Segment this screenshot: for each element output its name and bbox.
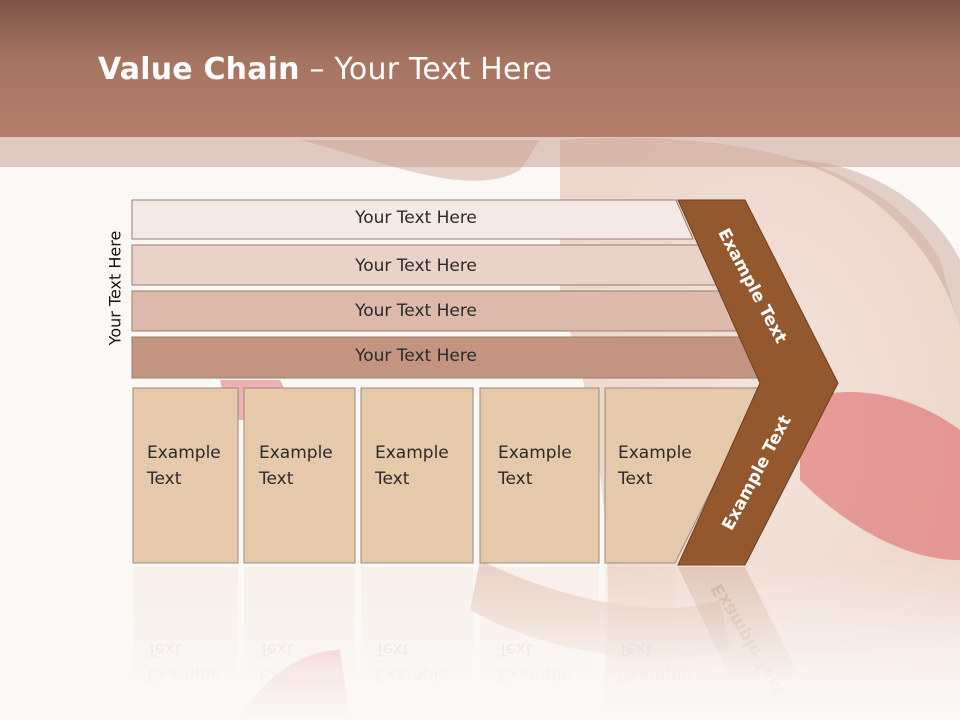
cell-2-line2: Text [259,469,294,489]
cell-5-line1: Example [618,443,692,463]
cell-4 [479,387,600,564]
bar-2-label: Your Text Here [355,256,477,276]
cell-4-line2: Text [498,469,533,489]
cell-3-line1: Example [375,443,449,463]
cell-2 [243,387,356,564]
cell-1 [132,387,239,564]
cell-4-line1: Example [498,443,572,463]
title-banner [0,0,960,137]
title-rest: – Your Text Here [299,52,553,87]
chevron-arrow [677,199,839,566]
bar-4-label: Your Text Here [355,346,477,366]
cell-5-line2: Text [618,469,653,489]
slide-title: Value Chain – Your Text Here [98,52,552,87]
bar-3-label: Your Text Here [355,301,477,321]
bar-1 [131,199,694,240]
cell-1-line1: Example [147,443,221,463]
cell-3 [360,387,474,564]
bar-1-label: Your Text Here [355,208,477,228]
side-label: Your Text Here [105,230,125,346]
reflection-fade [0,560,960,720]
cell-2-line1: Example [259,443,333,463]
title-bold: Value Chain [98,52,300,87]
banner-stripe [0,137,960,167]
cell-3-line2: Text [375,469,410,489]
cell-1-line2: Text [147,469,182,489]
